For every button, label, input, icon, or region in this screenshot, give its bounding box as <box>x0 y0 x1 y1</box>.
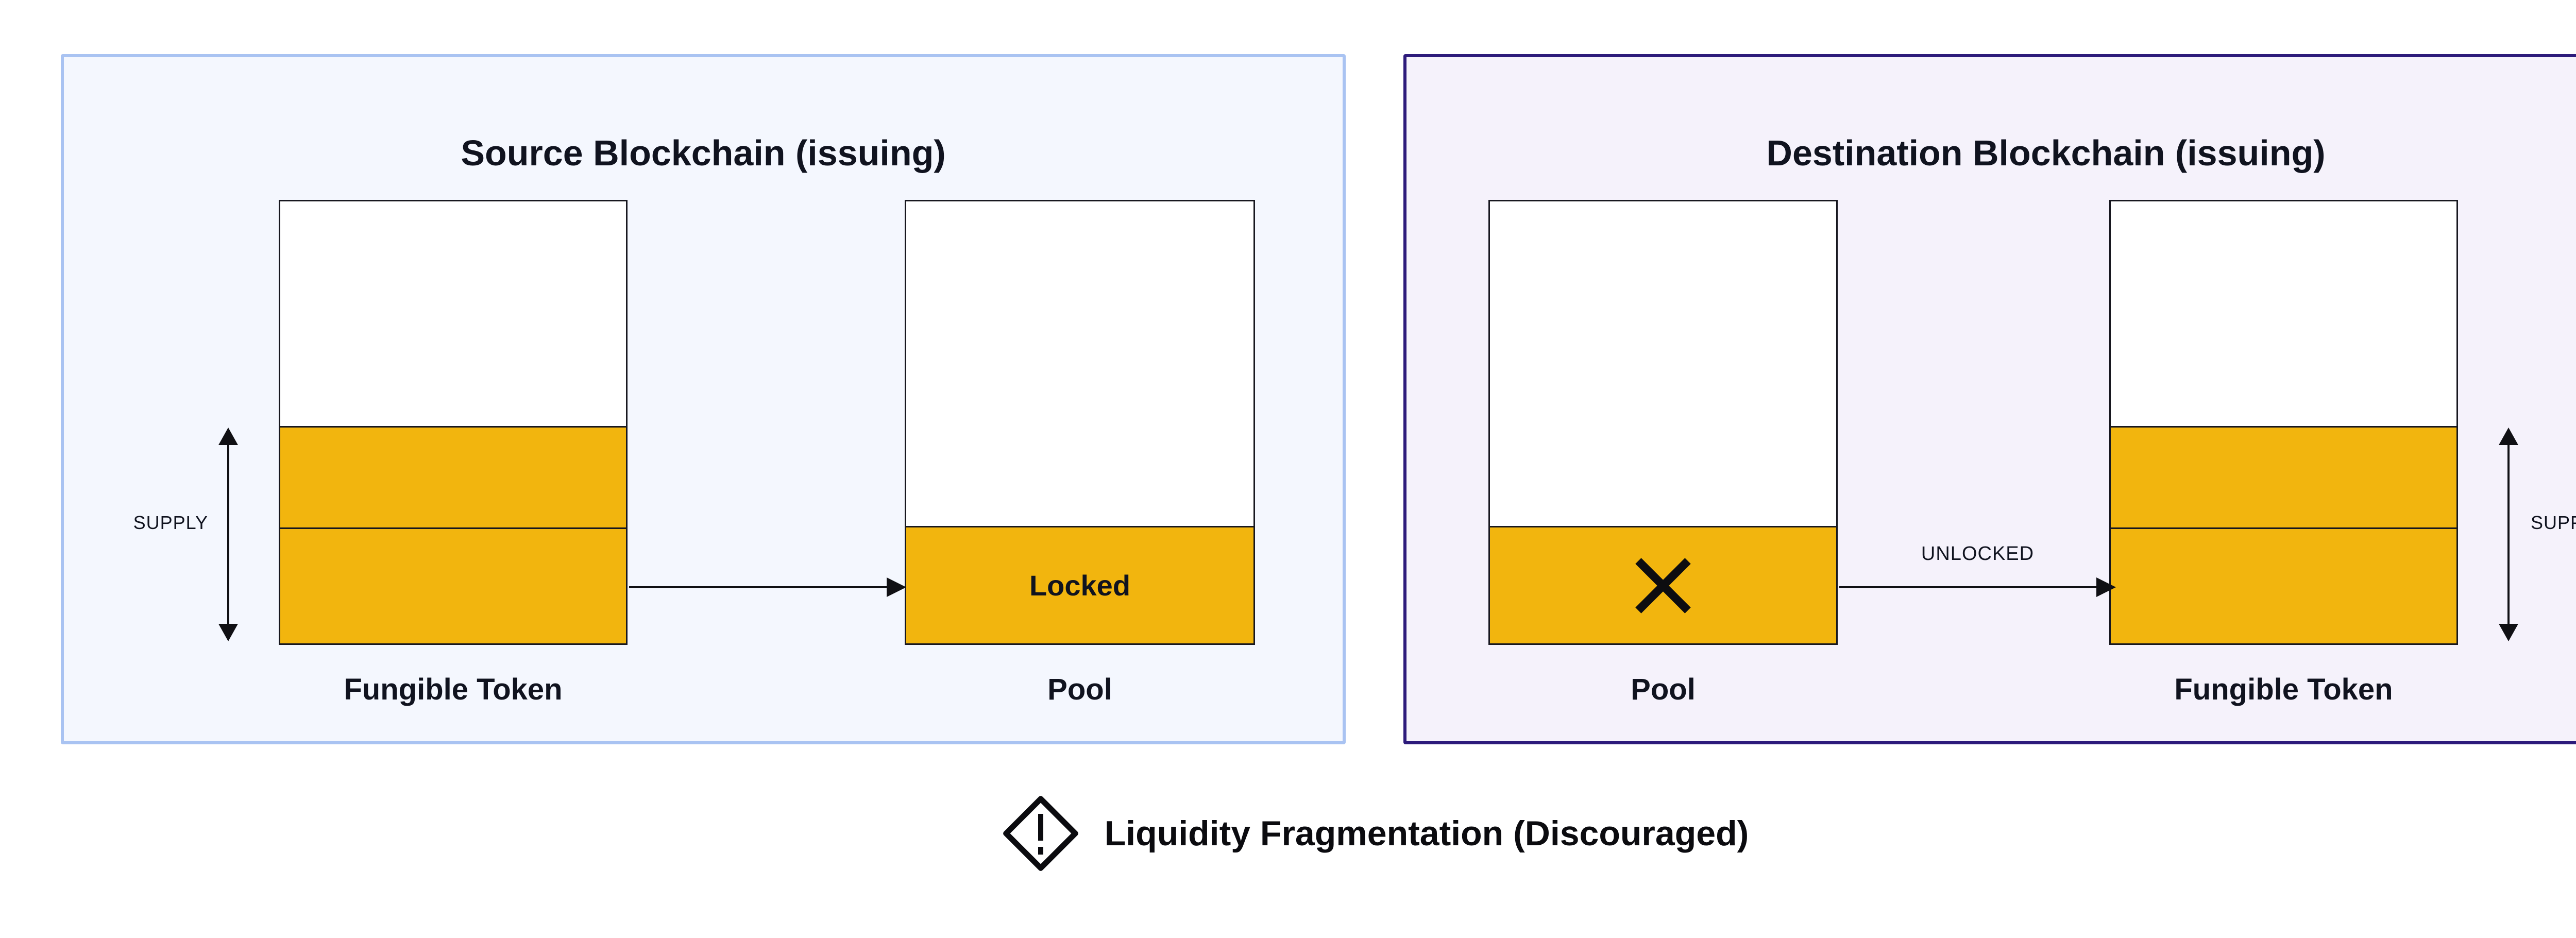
source-pool-locked-section: Locked <box>906 526 1253 643</box>
locked-label: Locked <box>1029 569 1131 602</box>
source-pool-box: Locked <box>905 200 1255 645</box>
lock-transfer-arrow-shaft <box>629 586 891 588</box>
caption-text: Liquidity Fragmentation (Discouraged) <box>1104 814 1749 853</box>
destination-token-unminted-section <box>2111 201 2456 426</box>
source-token-unminted-section <box>280 201 626 426</box>
unlock-transfer-arrow-shaft <box>1839 586 2100 588</box>
destination-supply-range-arrow-icon <box>2499 428 2518 641</box>
destination-token-supply-lower-section <box>2111 527 2456 643</box>
source-fungible-token-box <box>279 200 628 645</box>
unlocked-label: UNLOCKED <box>1921 543 2035 565</box>
source-token-supply-upper-section <box>280 426 626 527</box>
destination-fungible-token-box <box>2109 200 2458 645</box>
source-pool-empty-section <box>906 201 1253 526</box>
destination-blockchain-panel: Destination Blockchain (issuing) UNLOCKE… <box>1403 54 2576 744</box>
source-fungible-token-label: Fungible Token <box>344 673 563 706</box>
warning-diamond-icon <box>1001 793 1081 874</box>
destination-pool-box <box>1488 200 1838 645</box>
x-mark-icon <box>1624 547 1702 624</box>
unlock-transfer-arrowhead-icon <box>2096 577 2116 597</box>
source-panel-title: Source Blockchain (issuing) <box>461 133 946 174</box>
destination-supply-label: SUPPLY <box>2531 512 2576 533</box>
source-supply-range-arrow-icon <box>218 428 238 641</box>
lock-transfer-arrow <box>629 577 906 597</box>
destination-token-supply-upper-section <box>2111 426 2456 527</box>
unlock-transfer-arrow <box>1839 577 2116 597</box>
destination-panel-title: Destination Blockchain (issuing) <box>1766 133 2326 174</box>
destination-fungible-token-label: Fungible Token <box>2174 673 2393 706</box>
source-blockchain-panel: Source Blockchain (issuing) Locked SUPPL… <box>61 54 1346 744</box>
source-token-supply-lower-section <box>280 527 626 643</box>
lock-transfer-arrowhead-icon <box>887 577 906 597</box>
destination-pool-empty-section <box>1490 201 1836 526</box>
caption: Liquidity Fragmentation (Discouraged) <box>0 793 2576 874</box>
destination-pool-label: Pool <box>1631 673 1696 706</box>
destination-pool-unlocked-section <box>1490 526 1836 643</box>
source-supply-label: SUPPLY <box>133 512 208 533</box>
source-pool-label: Pool <box>1047 673 1112 706</box>
